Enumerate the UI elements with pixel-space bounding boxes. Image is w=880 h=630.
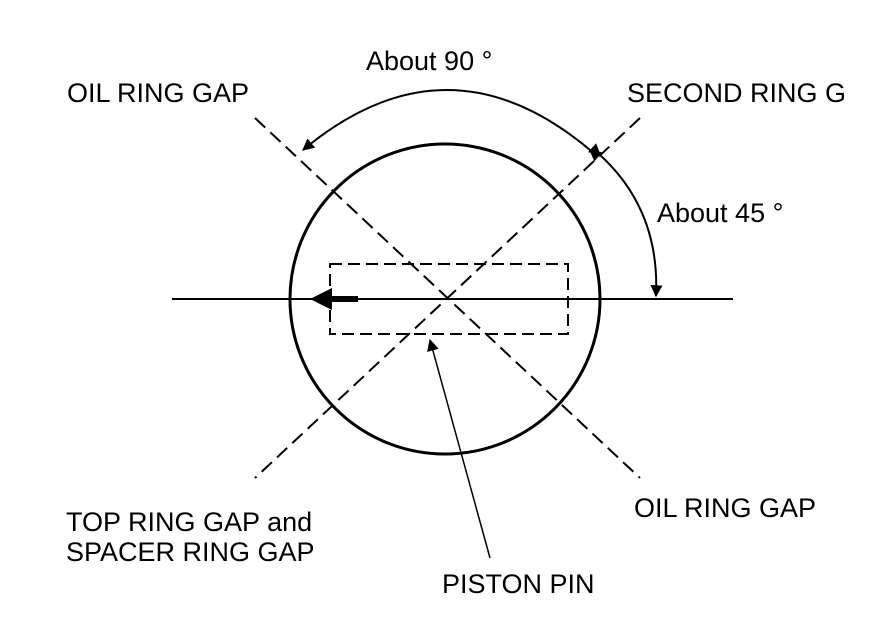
angle-45-arc <box>587 143 663 298</box>
piston-pin-leader <box>427 338 491 559</box>
front-direction-arrow-icon <box>310 288 332 310</box>
oil-ring-gap-upper-label: OIL RING GAP <box>67 78 249 108</box>
second-top-ring-gap-diagonal <box>254 117 641 479</box>
angle-45-label: About 45 ° <box>657 198 783 228</box>
top-ring-gap-label-line1: TOP RING GAP and <box>66 507 312 537</box>
angle-90-label: About 90 ° <box>366 46 492 76</box>
second-ring-gap-label: SECOND RING G <box>627 78 846 108</box>
top-ring-gap-label-line2: SPACER RING GAP <box>66 537 315 567</box>
oil-ring-gap-lower-label: OIL RING GAP <box>634 493 816 523</box>
piston-pin-label: PISTON PIN <box>442 569 595 599</box>
angle-90-arc <box>302 89 603 162</box>
